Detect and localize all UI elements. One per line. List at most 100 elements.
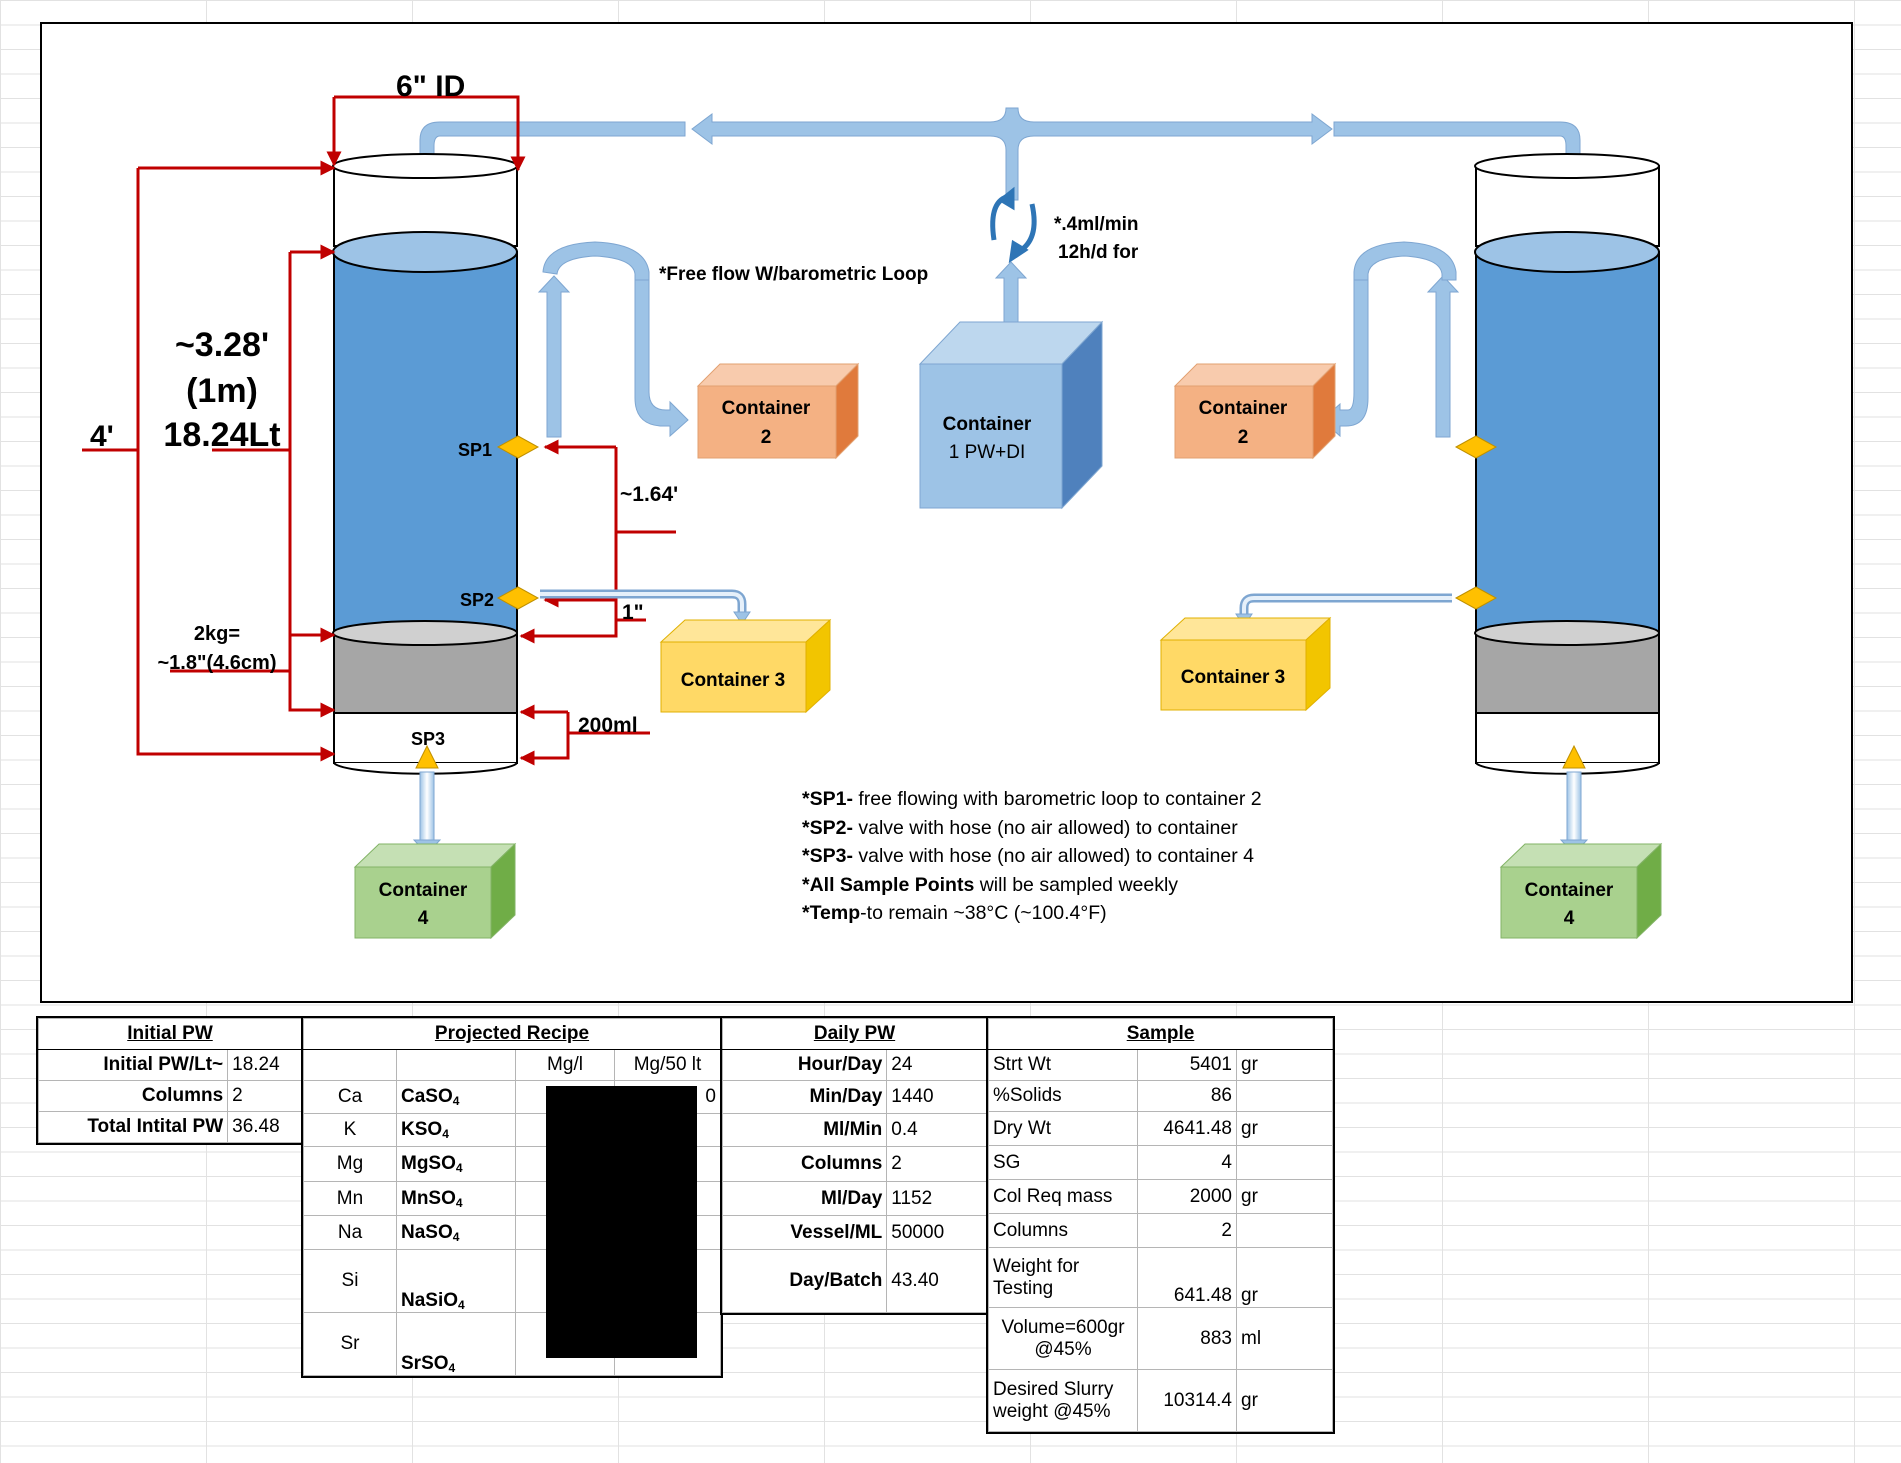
cell-value: 2	[886, 1146, 987, 1182]
cell-value: 43.40	[886, 1249, 987, 1313]
right-column	[1474, 153, 1660, 775]
container-4-right-label: Container	[1525, 880, 1614, 901]
container-2-right-number: 2	[1238, 427, 1249, 448]
cell-label: Initial PW/Lt~	[37, 1049, 229, 1081]
cell-label: Hour/Day	[721, 1049, 888, 1081]
right-sp1-valve	[1454, 435, 1498, 459]
container-2-left	[696, 362, 860, 460]
compound-cell: CaSO4	[396, 1080, 516, 1114]
container-4-left-number: 4	[418, 908, 429, 929]
sp3-valve	[415, 744, 439, 769]
cell-unit: gr	[1236, 1111, 1333, 1146]
cell-label: Columns	[721, 1146, 888, 1182]
element-cell: Mn	[303, 1181, 397, 1216]
container-4-left-label: Container	[379, 880, 468, 901]
container-1-label: Container	[943, 414, 1032, 435]
element-cell: Si	[303, 1249, 397, 1313]
note-sampling: *All Sample Points will be sampled weekl…	[802, 873, 1179, 896]
daily-pw-title: Daily PW	[722, 1018, 987, 1050]
pump-icon	[990, 186, 1037, 264]
element-cell: K	[303, 1113, 397, 1147]
element-cell: Sr	[303, 1312, 397, 1376]
note-sp3: *SP3- valve with hose (no air allowed) t…	[802, 845, 1254, 867]
column-diagram: 6" ID 4' ~3.28' (1m) 18.24Lt 2kg= ~1.8"(…	[82, 70, 1663, 940]
left-column	[332, 153, 518, 775]
sp1-label: SP1	[458, 440, 492, 460]
note-sp1: *SP1- free flowing with barometric loop …	[802, 788, 1262, 810]
small-spacing-label: 1"	[622, 601, 644, 624]
cell-unit: gr	[1236, 1369, 1333, 1432]
compound-cell: NaSiO4	[396, 1249, 516, 1313]
spacing-label: ~1.64'	[620, 483, 678, 506]
sp2-label: SP2	[460, 590, 494, 610]
volume-label: 18.24Lt	[163, 416, 280, 454]
container-4-left	[353, 842, 517, 940]
cell-value: 10314.4	[1137, 1369, 1237, 1432]
container-1	[918, 320, 1104, 510]
cell-value: 1440	[886, 1080, 987, 1114]
cell-value: 0.4	[886, 1113, 987, 1147]
cell-label: Ml/Min	[721, 1113, 888, 1147]
cell-value: 18.24	[227, 1049, 302, 1081]
dimension-lines	[82, 95, 676, 766]
container-2-right	[1173, 362, 1337, 460]
container-4-right	[1499, 842, 1663, 940]
container-3-left-label: Container 3	[681, 670, 786, 691]
free-flow-label: *Free flow W/barometric Loop	[659, 264, 928, 285]
element-cell: Na	[303, 1215, 397, 1250]
compound-cell: MnSO4	[396, 1181, 516, 1216]
cell-label: Volume=600gr@45%	[988, 1307, 1138, 1370]
cell-value: 2000	[1137, 1179, 1237, 1214]
cell-label: SG	[988, 1145, 1138, 1180]
container-2-right-label: Container	[1199, 398, 1288, 419]
cell-value: 883	[1137, 1307, 1237, 1370]
mid-height-metric: (1m)	[186, 372, 258, 410]
right-sp3-hose	[1559, 771, 1589, 855]
cell-label: Total Intital PW	[37, 1111, 229, 1143]
sample-title: Sample	[988, 1018, 1333, 1050]
top-pipe	[408, 107, 1592, 201]
compound-cell: SrSO4	[396, 1312, 516, 1376]
height-label: 4'	[90, 420, 114, 453]
cell-unit: gr	[1236, 1247, 1333, 1308]
compound-cell: KSO4	[396, 1113, 516, 1147]
cell-value: 50000	[886, 1215, 987, 1250]
element-cell: Ca	[303, 1080, 397, 1114]
cell-label: Col Req mass	[988, 1179, 1138, 1214]
pump-rate-label: *.4ml/min	[1054, 214, 1138, 235]
cell-label: Day/Batch	[721, 1249, 888, 1313]
media-label: 2kg=	[194, 623, 240, 645]
cell-empty	[396, 1049, 516, 1081]
compound-cell: MgSO4	[396, 1146, 516, 1182]
left-sp3-hose	[412, 771, 442, 855]
cell-label: Dry Wt	[988, 1111, 1138, 1146]
cell-value: 24	[886, 1049, 987, 1081]
container-3-right-label: Container 3	[1181, 667, 1286, 688]
compound-cell: NaSO4	[396, 1215, 516, 1250]
right-barometric-loop	[1321, 241, 1460, 438]
cell-empty	[303, 1049, 397, 1081]
valves	[415, 435, 1586, 769]
container-4-right-number: 4	[1564, 908, 1575, 929]
cell-label: Columns	[988, 1213, 1138, 1248]
element-cell: Mg	[303, 1146, 397, 1182]
cell-label: Min/Day	[721, 1080, 888, 1114]
cell-label: Strt Wt	[988, 1049, 1138, 1081]
cell-unit: gr	[1236, 1179, 1333, 1214]
cell-value: 1152	[886, 1181, 987, 1216]
container-3-left	[659, 618, 832, 714]
id-label: 6" ID	[396, 70, 465, 103]
media-depth-label: ~1.8"(4.6cm)	[158, 652, 277, 674]
cell-unit	[1236, 1213, 1333, 1248]
cell-unit: gr	[1236, 1049, 1333, 1081]
cell-value: 4641.48	[1137, 1111, 1237, 1146]
cell-value: 4	[1137, 1145, 1237, 1180]
left-barometric-loop	[537, 241, 689, 438]
initial-pw-title: Initial PW	[38, 1018, 302, 1050]
cell-value: 2	[227, 1080, 302, 1112]
cell-value: 5401	[1137, 1049, 1237, 1081]
sp2-valve	[496, 586, 540, 610]
